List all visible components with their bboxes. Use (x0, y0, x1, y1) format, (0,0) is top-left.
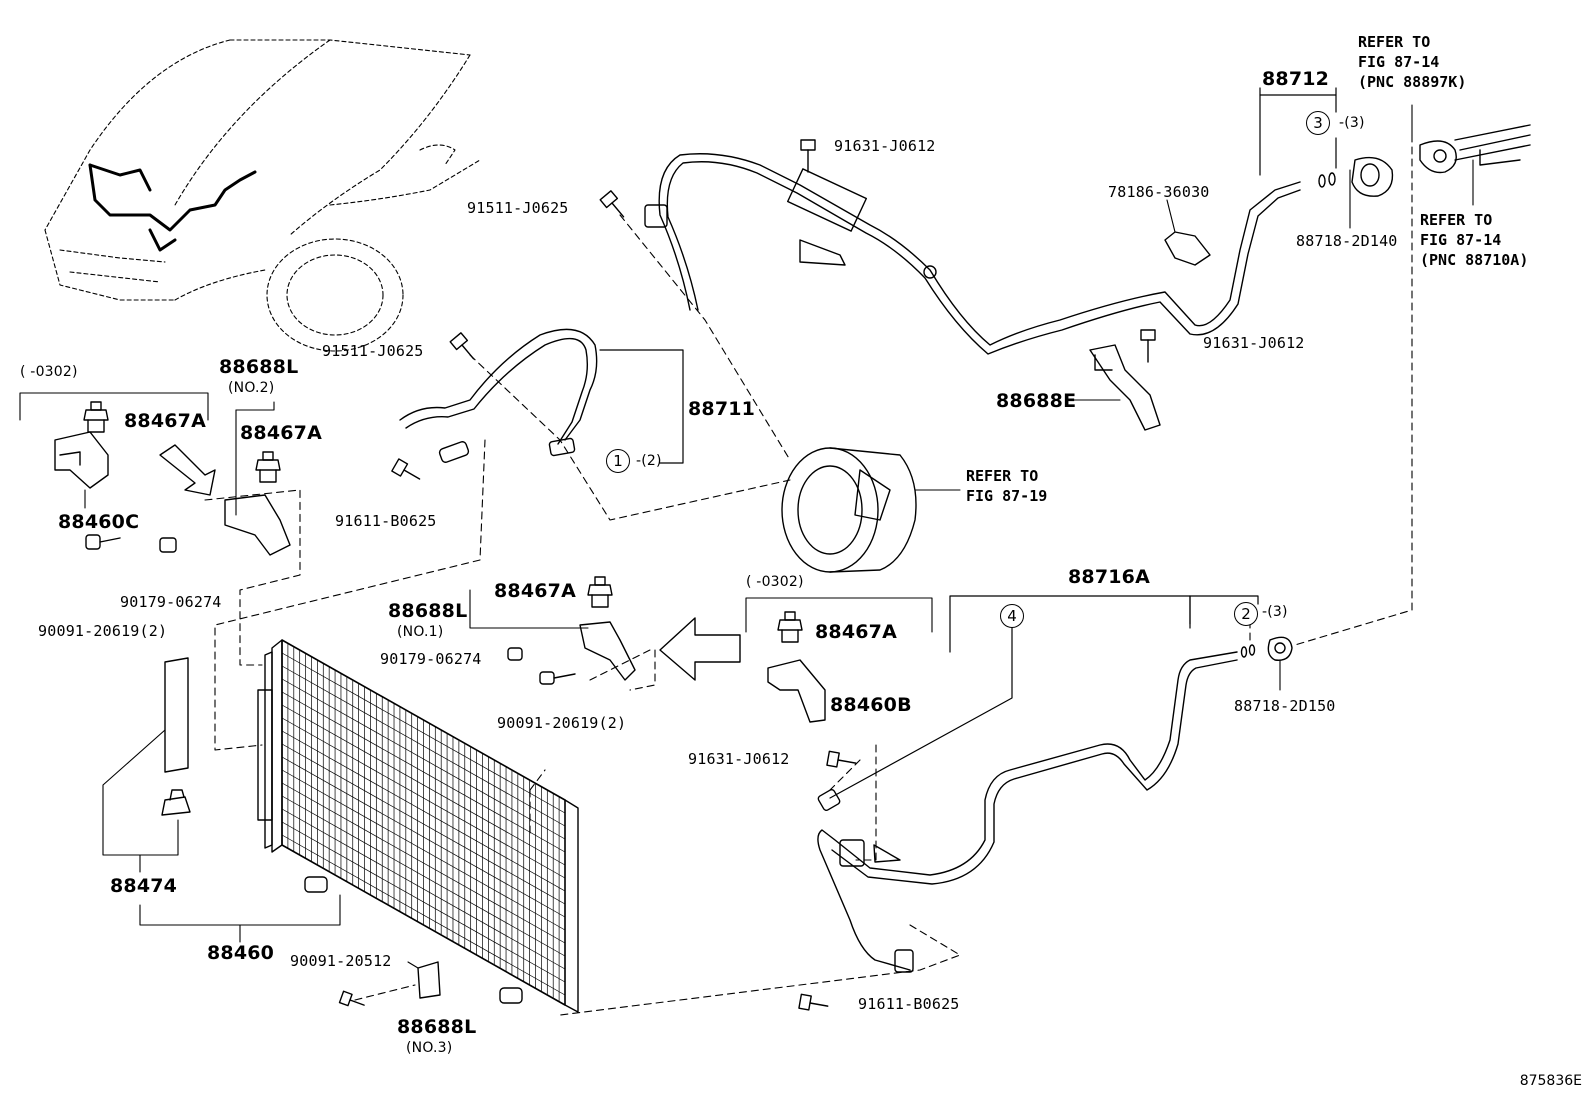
qty-note-2: -(2) (636, 453, 662, 469)
callout-4: 4 (1000, 604, 1024, 628)
bolt-91611-mid-label: 91611-B0625 (335, 512, 437, 530)
refer-line: (PNC 88710A) (1420, 251, 1529, 269)
range-note-right: ( -0302) (746, 574, 804, 590)
part-88467A-no1-label: 88467A (494, 580, 577, 602)
nuts-small (85, 534, 576, 685)
part-88467A-right-label: 88467A (815, 621, 898, 643)
refer-line: FIG 87-14 (1420, 231, 1502, 249)
part-88712-label: 88712 (1262, 68, 1330, 90)
bracket-88688L-no2 (224, 401, 291, 556)
vehicle-harness (88, 163, 257, 252)
screw-90091-20512-label: 90091-20512 (290, 952, 392, 970)
range-note-left: ( -0302) (20, 364, 78, 380)
refer-line: FIG 87-14 (1358, 53, 1440, 71)
part-88688L-no2-label: 88688L (219, 356, 299, 378)
note-no3: (NO.3) (406, 1040, 453, 1056)
vehicle-locator (44, 39, 481, 352)
part-88688E-label: 88688E (996, 390, 1077, 412)
direction-arrow-left (159, 444, 216, 496)
bracket-88688E (1069, 344, 1161, 431)
dashed-leaders (204, 134, 1413, 1016)
screw-90091-a-label: 90091-20619(2) (38, 622, 168, 640)
refer-line: (PNC 88897K) (1358, 73, 1467, 91)
diagram-code: 875836E (1519, 1073, 1582, 1089)
qty-note-3a: -(3) (1339, 115, 1365, 131)
nut-90179-b-label: 90179-06274 (380, 650, 482, 668)
bolt-91511-mid-label: 91511-J0625 (322, 342, 424, 360)
callout-3: 3 (1306, 111, 1330, 135)
part-88688L-no3-label: 88688L (397, 1016, 477, 1038)
bolts (338, 139, 1156, 1011)
bolt-91631-top-label: 91631-J0612 (834, 137, 936, 155)
compressor (781, 447, 961, 573)
refer-note-88710A: REFER TO FIG 87-14 (PNC 88710A) (1420, 210, 1528, 270)
direction-arrow-right (659, 617, 741, 681)
bracket-88460B (767, 659, 826, 723)
refer-note-88897K: REFER TO FIG 87-14 (PNC 88897K) (1358, 32, 1466, 92)
part-88716A-label: 88716A (1068, 566, 1151, 588)
part-88711-label: 88711 (688, 398, 756, 420)
bracket-88460C (54, 431, 109, 509)
nut-90179-a-label: 90179-06274 (120, 593, 222, 611)
qty-note-3b: -(3) (1262, 604, 1288, 620)
refer-line: REFER TO (966, 467, 1039, 485)
note-no2: (NO.2) (228, 380, 275, 396)
hose-88711 (399, 328, 598, 463)
callout-2: 2 (1234, 602, 1258, 626)
clip-78186-label: 78186-36030 (1108, 183, 1210, 201)
bracket-88688L-no3 (417, 961, 441, 999)
part-88467A-left-label: 88467A (124, 410, 207, 432)
part-88460B-label: 88460B (830, 694, 912, 716)
clip-78186 (1164, 199, 1211, 266)
grommets-88467A (83, 401, 803, 643)
bracket-88688L-no1 (469, 589, 636, 681)
fittings-upper-right (1318, 124, 1531, 197)
screw-90091-b-label: 90091-20619(2) (497, 714, 627, 732)
part-88467A-no2-label: 88467A (240, 422, 323, 444)
refer-line: REFER TO (1358, 33, 1431, 51)
seal-88474 (161, 657, 191, 816)
bolt-91631-mid-label: 91631-J0612 (1203, 334, 1305, 352)
callout-1: 1 (606, 449, 630, 473)
refer-note-fig-87-19: REFER TO FIG 87-19 (966, 466, 1047, 506)
part-88460-label: 88460 (207, 942, 275, 964)
condenser-88460 (257, 639, 579, 1013)
part-88688L-no1-label: 88688L (388, 600, 468, 622)
refer-line: REFER TO (1420, 211, 1493, 229)
bolt-91611-low-label: 91611-B0625 (858, 995, 960, 1013)
part-88474-label: 88474 (110, 875, 178, 897)
pipe-88716A (817, 651, 1238, 973)
part-88460C-label: 88460C (58, 511, 140, 533)
oring-88718-2D150-label: 88718-2D150 (1234, 697, 1336, 715)
hose-88712-upper (644, 153, 1301, 355)
note-no1: (NO.1) (397, 624, 444, 640)
bolt-91511-top-label: 91511-J0625 (467, 199, 569, 217)
refer-line: FIG 87-19 (966, 487, 1048, 505)
bolt-91631-low-label: 91631-J0612 (688, 750, 790, 768)
oring-88718-2D140-label: 88718-2D140 (1296, 232, 1398, 250)
